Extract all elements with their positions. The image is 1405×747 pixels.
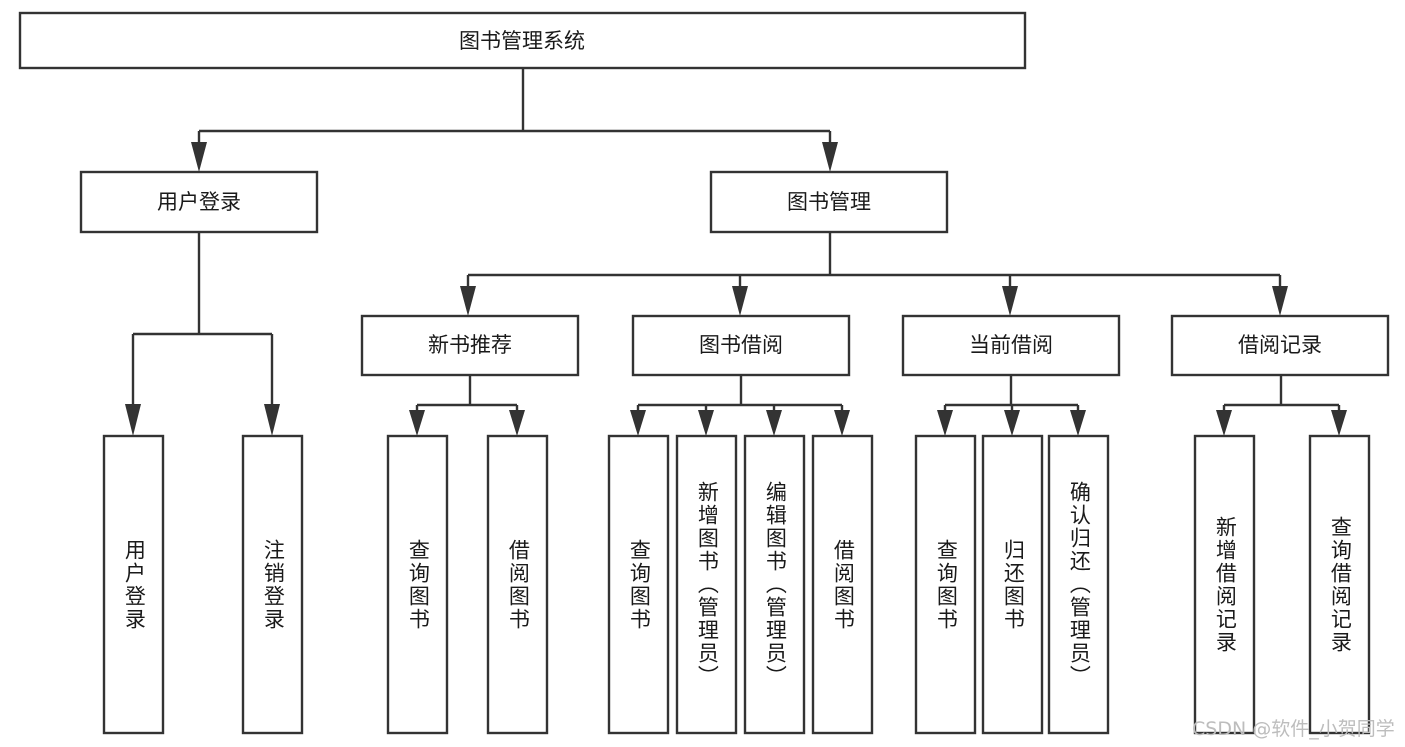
node-leaf-query-borrow-record[interactable] <box>1308 434 1371 735</box>
arrow-head-br-leaf-1 <box>1216 410 1232 436</box>
node-book-borrow-label: 图书借阅 <box>699 333 783 357</box>
node-root[interactable] <box>18 11 1027 70</box>
node-current-borrow-label: 当前借阅 <box>969 333 1053 357</box>
arrow-head-cb-leaf-1 <box>937 410 953 436</box>
node-book-management-label: 图书管理 <box>787 190 871 214</box>
arrow-head-bb-leaf-4 <box>834 410 850 436</box>
arrow-head-bm-to-borrow-record <box>1272 286 1288 316</box>
arrow-head-root-to-book-management <box>822 142 838 172</box>
node-user-login[interactable] <box>79 170 319 234</box>
arrow-head-root-to-user-login <box>191 142 207 172</box>
arrow-head-bb-leaf-1 <box>630 410 646 436</box>
node-leaf-logout-login[interactable] <box>241 434 304 735</box>
node-book-borrow[interactable] <box>631 314 851 377</box>
node-user-login-label: 用户登录 <box>157 190 241 214</box>
arrow-head-br-leaf-2 <box>1331 410 1347 436</box>
arrow-head-user-login-leaf-1 <box>125 404 141 436</box>
node-leaf-return-book[interactable] <box>981 434 1044 735</box>
arrow-head-bm-to-current-borrow <box>1002 286 1018 316</box>
arrow-head-nbr-leaf-2 <box>509 410 525 436</box>
connector-group <box>125 68 1347 436</box>
arrow-head-bb-leaf-3 <box>766 410 782 436</box>
node-borrow-record[interactable] <box>1170 314 1390 377</box>
node-box-group <box>18 11 1390 735</box>
node-leaf-add-borrow-record[interactable] <box>1193 434 1256 735</box>
node-leaf-borrow-book-2[interactable] <box>811 434 874 735</box>
node-leaf-user-login[interactable] <box>102 434 165 735</box>
node-new-book-recommend-label: 新书推荐 <box>428 333 512 357</box>
node-current-borrow[interactable] <box>901 314 1121 377</box>
node-leaf-query-book-3[interactable] <box>914 434 977 735</box>
arrow-head-nbr-leaf-1 <box>409 410 425 436</box>
arrow-head-cb-leaf-3 <box>1070 410 1086 436</box>
arrow-head-bm-to-new-book-recommend <box>460 286 476 316</box>
node-leaf-add-book-admin[interactable] <box>675 434 738 735</box>
arrow-head-cb-leaf-2 <box>1004 410 1020 436</box>
node-leaf-query-book-2[interactable] <box>607 434 670 735</box>
node-root-label: 图书管理系统 <box>459 29 585 53</box>
arrow-head-user-login-leaf-2 <box>264 404 280 436</box>
node-leaf-borrow-book-1[interactable] <box>486 434 549 735</box>
node-leaf-edit-book-admin[interactable] <box>743 434 806 735</box>
horizontal-label-group: 图书管理系统 用户登录 图书管理 新书推荐 图书借阅 当前借阅 借阅记录 <box>157 29 1322 357</box>
arrow-head-bb-leaf-2 <box>698 410 714 436</box>
csdn-watermark: CSDN @软件_小贺同学 <box>1192 718 1395 740</box>
node-borrow-record-label: 借阅记录 <box>1238 333 1322 357</box>
node-book-management[interactable] <box>709 170 949 234</box>
node-leaf-confirm-return-admin[interactable] <box>1047 434 1110 735</box>
arrow-head-bm-to-book-borrow <box>732 286 748 316</box>
node-new-book-recommend[interactable] <box>360 314 580 377</box>
node-leaf-query-book-1[interactable] <box>386 434 449 735</box>
